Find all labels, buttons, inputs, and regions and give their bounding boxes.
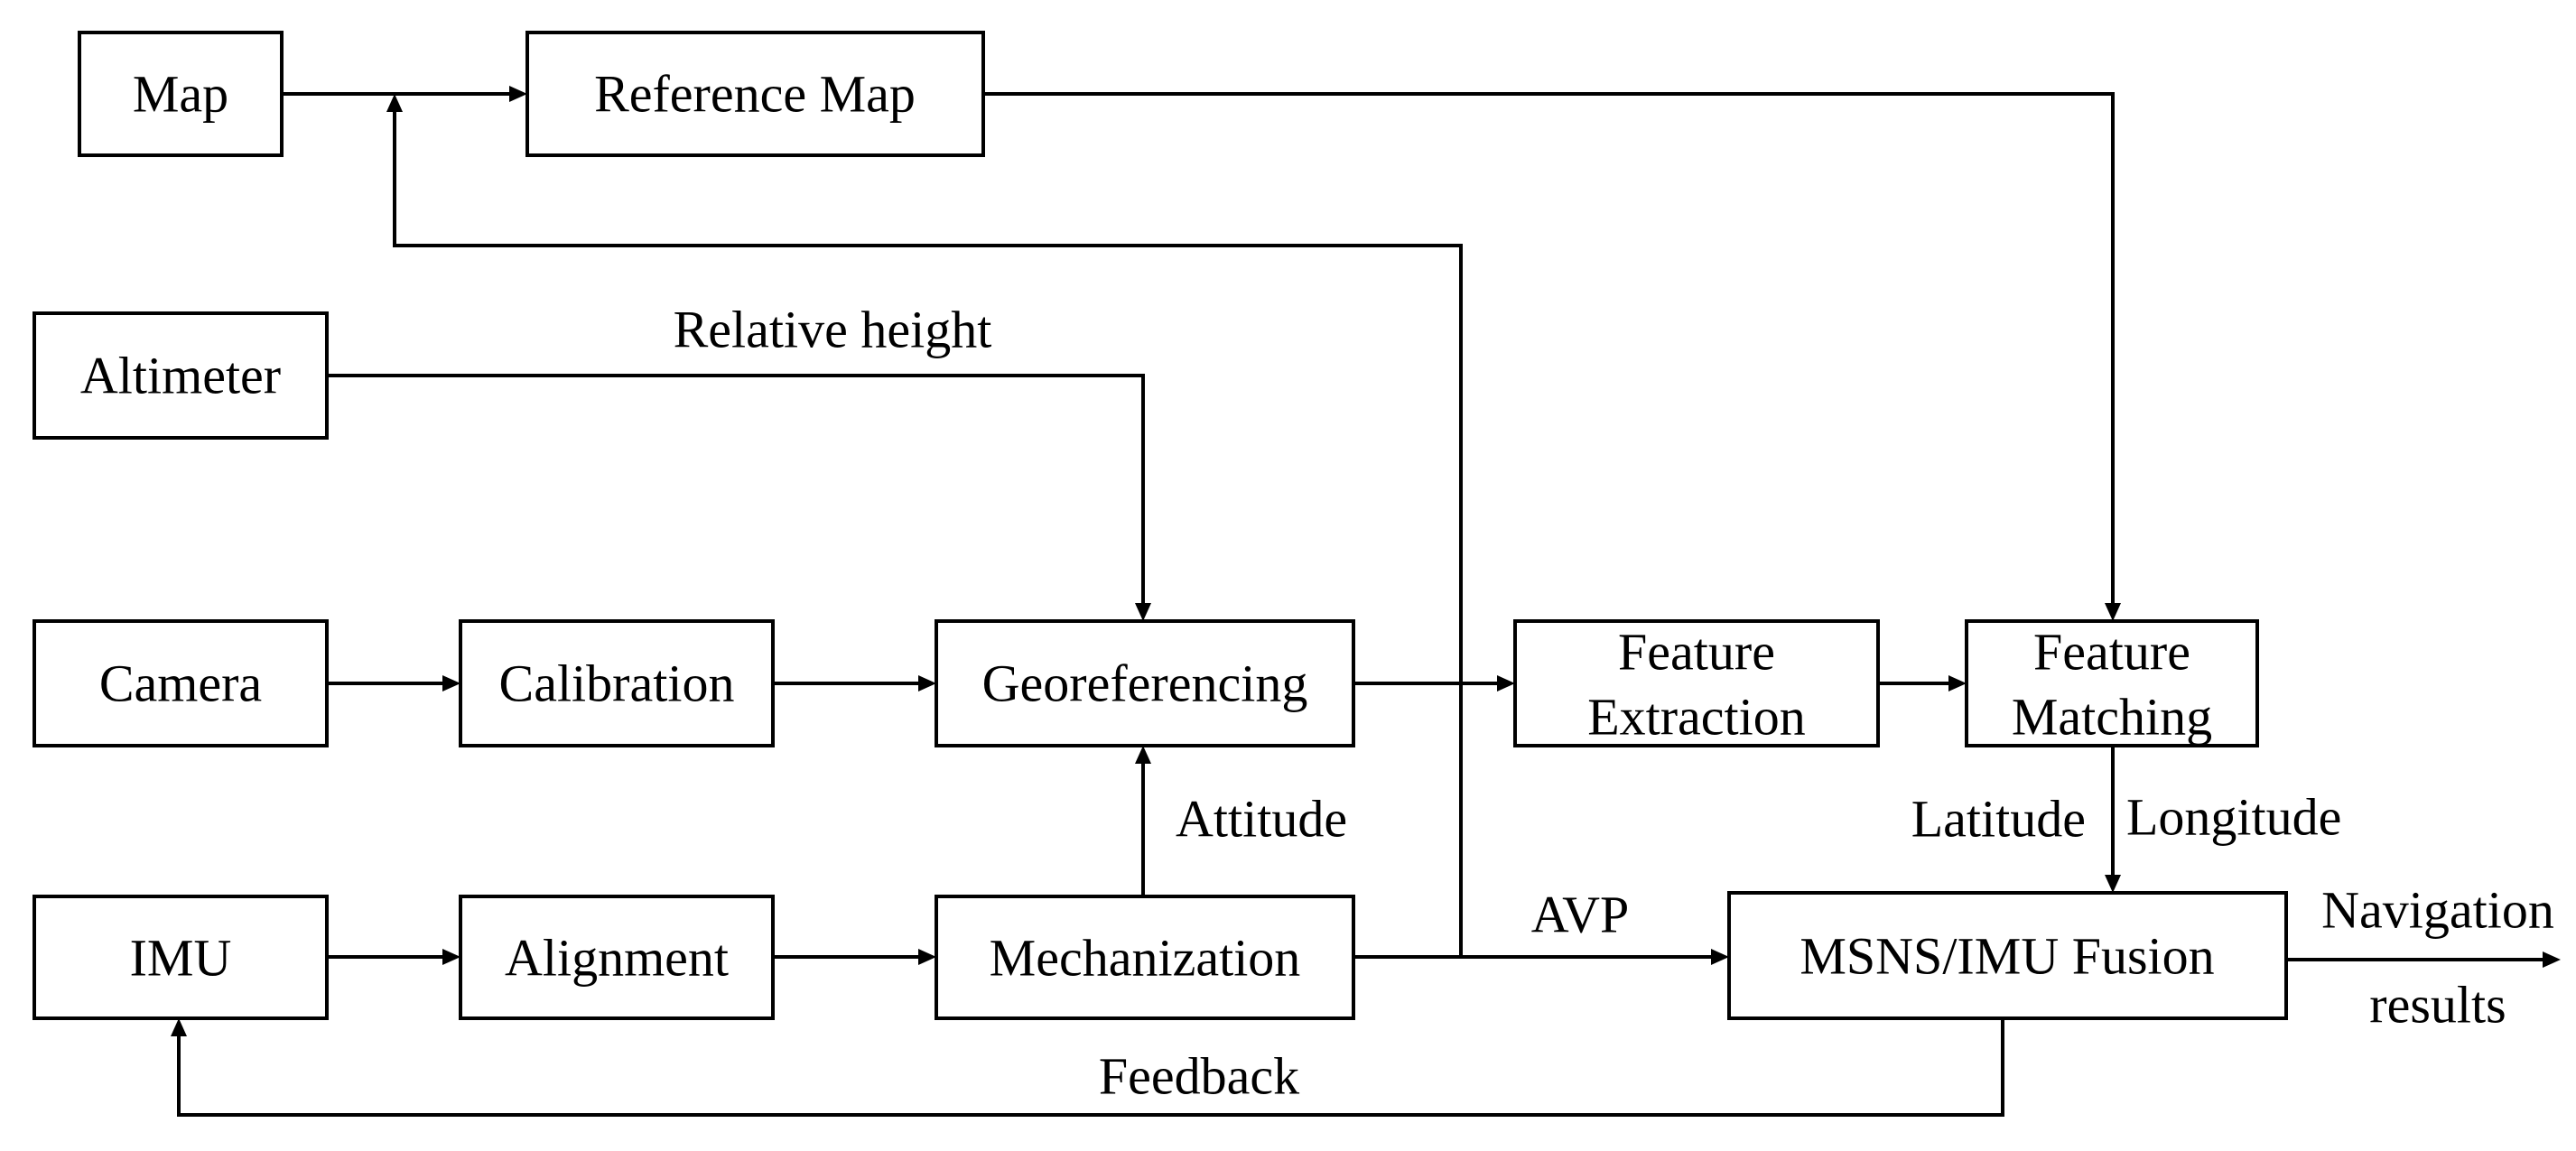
node-reference-map-box [525, 31, 985, 157]
arrowhead-mechanization [918, 949, 936, 965]
node-fusion-box [1727, 891, 2288, 1020]
edge-fusion-feedback-to-imu [177, 1018, 2004, 1117]
node-georeferencing: Georeferencing [935, 619, 1355, 747]
node-mechanization-label: Mechanization [990, 929, 1301, 988]
node-feature-matching-box [1965, 619, 2259, 747]
label-longitude: Longitude [2126, 788, 2341, 847]
arrowhead-reference-map [509, 86, 527, 102]
label-attitude: Attitude [1176, 790, 1347, 849]
node-alignment-label: Alignment [505, 929, 729, 988]
node-feature-extraction: Feature Extraction [1513, 619, 1880, 747]
edge-labels: Relative height Attitude AVP Latitude Lo… [674, 301, 2554, 1106]
node-alignment: Alignment [459, 895, 775, 1020]
node-mechanization-box [935, 895, 1355, 1020]
node-mechanization: Mechanization [935, 895, 1355, 1020]
label-relative-height: Relative height [674, 301, 992, 359]
node-calibration-box [459, 619, 775, 747]
label-feedback: Feedback [1099, 1047, 1299, 1106]
node-feature-matching-label-line1: Feature [2033, 623, 2190, 682]
node-imu-label: IMU [130, 929, 232, 988]
node-map: Map [78, 31, 284, 157]
label-navigation: Navigation [2321, 881, 2554, 940]
node-camera-box [33, 619, 329, 747]
node-calibration-label: Calibration [499, 654, 735, 713]
node-georeferencing-box [935, 619, 1355, 747]
arrowhead-georeferencing-left [918, 675, 936, 692]
edge-altimeter-to-georeferencing [327, 374, 1145, 611]
node-altimeter: Altimeter [33, 311, 329, 440]
node-altimeter-label: Altimeter [80, 347, 281, 405]
connectors [171, 86, 2561, 1117]
node-feature-matching-label-line2: Matching [2012, 688, 2212, 747]
node-georeferencing-label: Georeferencing [982, 654, 1308, 713]
node-map-box [78, 31, 284, 157]
node-camera-label: Camera [99, 654, 262, 713]
node-reference-map: Reference Map [525, 31, 985, 157]
label-latitude: Latitude [1911, 790, 2086, 849]
edge-avp-feedback-to-reference-map [393, 104, 1463, 957]
edge-reference-map-to-feature-matching [983, 92, 2115, 611]
node-feature-matching: Feature Matching [1965, 619, 2259, 747]
arrowhead-alignment [442, 949, 460, 965]
arrowhead-imu-bottom [171, 1018, 187, 1036]
node-altimeter-box [33, 311, 329, 440]
node-imu-box [33, 895, 329, 1020]
node-map-label: Map [133, 65, 228, 124]
arrowhead-georeferencing-top [1135, 603, 1151, 621]
label-avp: AVP [1531, 886, 1630, 944]
arrowhead-reference-feedback [386, 94, 403, 112]
arrowhead-feature-extraction [1497, 675, 1515, 692]
arrowhead-fusion-left [1711, 949, 1729, 965]
arrowhead-calibration [442, 675, 460, 692]
node-calibration: Calibration [459, 619, 775, 747]
node-reference-map-label: Reference Map [594, 65, 916, 124]
node-camera: Camera [33, 619, 329, 747]
label-results: results [2369, 976, 2506, 1035]
node-alignment-box [459, 895, 775, 1020]
arrowhead-output [2543, 951, 2561, 968]
node-imu: IMU [33, 895, 329, 1020]
node-feature-extraction-box [1513, 619, 1880, 747]
node-feature-extraction-label-line1: Feature [1618, 623, 1775, 682]
arrowhead-fusion-top [2105, 875, 2121, 893]
node-feature-extraction-label-line2: Extraction [1587, 688, 1806, 747]
node-fusion: MSNS/IMU Fusion [1727, 891, 2288, 1020]
arrowhead-feature-matching-left [1948, 675, 1967, 692]
arrowhead-georeferencing-bottom [1135, 746, 1151, 764]
node-fusion-label: MSNS/IMU Fusion [1799, 927, 2214, 986]
arrowhead-feature-matching-top [2105, 603, 2121, 621]
